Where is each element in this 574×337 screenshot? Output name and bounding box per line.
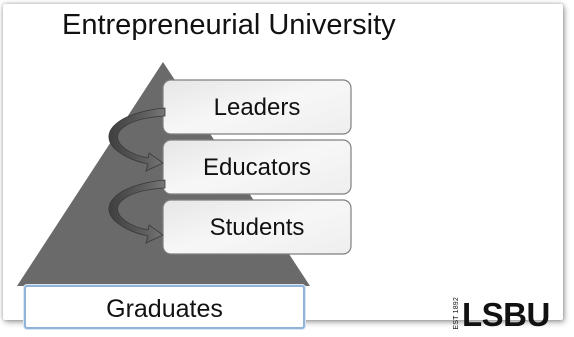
level-label-educators: Educators <box>203 154 311 181</box>
level-box-students: Students <box>162 199 352 255</box>
lsbu-logo: EST 1892 LSBU <box>453 293 550 335</box>
graduates-box: Graduates <box>24 285 305 329</box>
level-box-leaders: Leaders <box>162 79 352 135</box>
curved-arrow-leaders-to-educators-icon <box>108 107 166 172</box>
level-box-educators: Educators <box>162 139 352 195</box>
level-label-students: Students <box>210 214 305 241</box>
level-label-leaders: Leaders <box>214 94 301 121</box>
curved-arrow-educators-to-students-icon <box>108 179 166 244</box>
graduates-label: Graduates <box>106 295 223 323</box>
slide-title: Entrepreneurial University <box>62 9 396 41</box>
logo-wordmark: LSBU <box>462 296 550 333</box>
logo-est-text: EST 1892 <box>453 297 460 330</box>
